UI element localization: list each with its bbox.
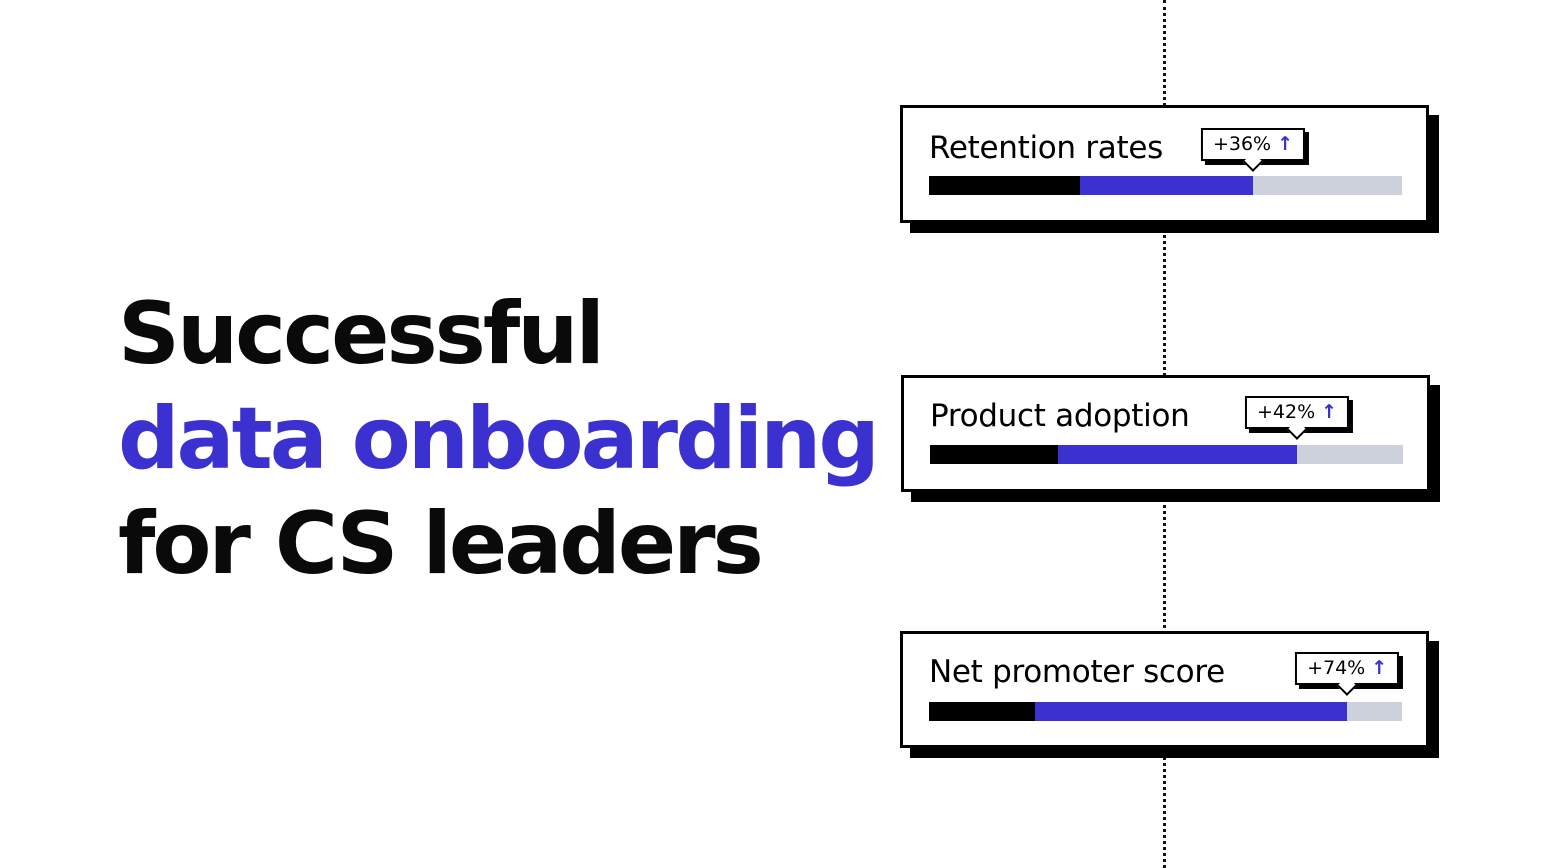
metric-card-adoption: Product adoption +42%↑ bbox=[901, 375, 1430, 492]
badge-pointer bbox=[1287, 420, 1307, 440]
headline: Successful data onboarding for CS leader… bbox=[118, 282, 880, 597]
progress-bar bbox=[929, 702, 1402, 721]
metric-card-retention: Retention rates +36%↑ bbox=[900, 105, 1429, 223]
badge-pointer bbox=[1337, 676, 1358, 696]
change-badge: +36%↑ bbox=[1200, 128, 1306, 172]
change-value: +36% bbox=[1212, 133, 1272, 155]
arrow-up-icon: ↑ bbox=[1371, 657, 1388, 679]
change-value: +42% bbox=[1257, 401, 1316, 423]
change-badge: +74%↑ bbox=[1295, 652, 1400, 696]
badge-pointer bbox=[1243, 152, 1263, 172]
progress-baseline-segment bbox=[929, 176, 1081, 195]
progress-baseline-segment bbox=[929, 702, 1036, 721]
metric-label: Net promoter score bbox=[929, 654, 1225, 690]
progress-gain-segment bbox=[1035, 702, 1348, 721]
progress-baseline-segment bbox=[930, 445, 1058, 464]
headline-line-3: for CS leaders bbox=[118, 494, 764, 594]
metric-label: Product adoption bbox=[930, 398, 1190, 434]
metric-label: Retention rates bbox=[929, 130, 1163, 166]
metric-card-nps: Net promoter score +74%↑ bbox=[900, 631, 1429, 748]
progress-gain-segment bbox=[1057, 445, 1298, 464]
change-badge: +42%↑ bbox=[1245, 396, 1350, 440]
progress-bar bbox=[929, 176, 1402, 195]
headline-line-1: Successful bbox=[118, 284, 605, 384]
change-value: +74% bbox=[1307, 657, 1366, 679]
arrow-up-icon: ↑ bbox=[1321, 401, 1338, 423]
headline-line-2-accent: data onboarding bbox=[118, 389, 880, 489]
progress-bar bbox=[930, 445, 1403, 464]
arrow-up-icon: ↑ bbox=[1277, 133, 1294, 155]
progress-gain-segment bbox=[1080, 176, 1253, 195]
